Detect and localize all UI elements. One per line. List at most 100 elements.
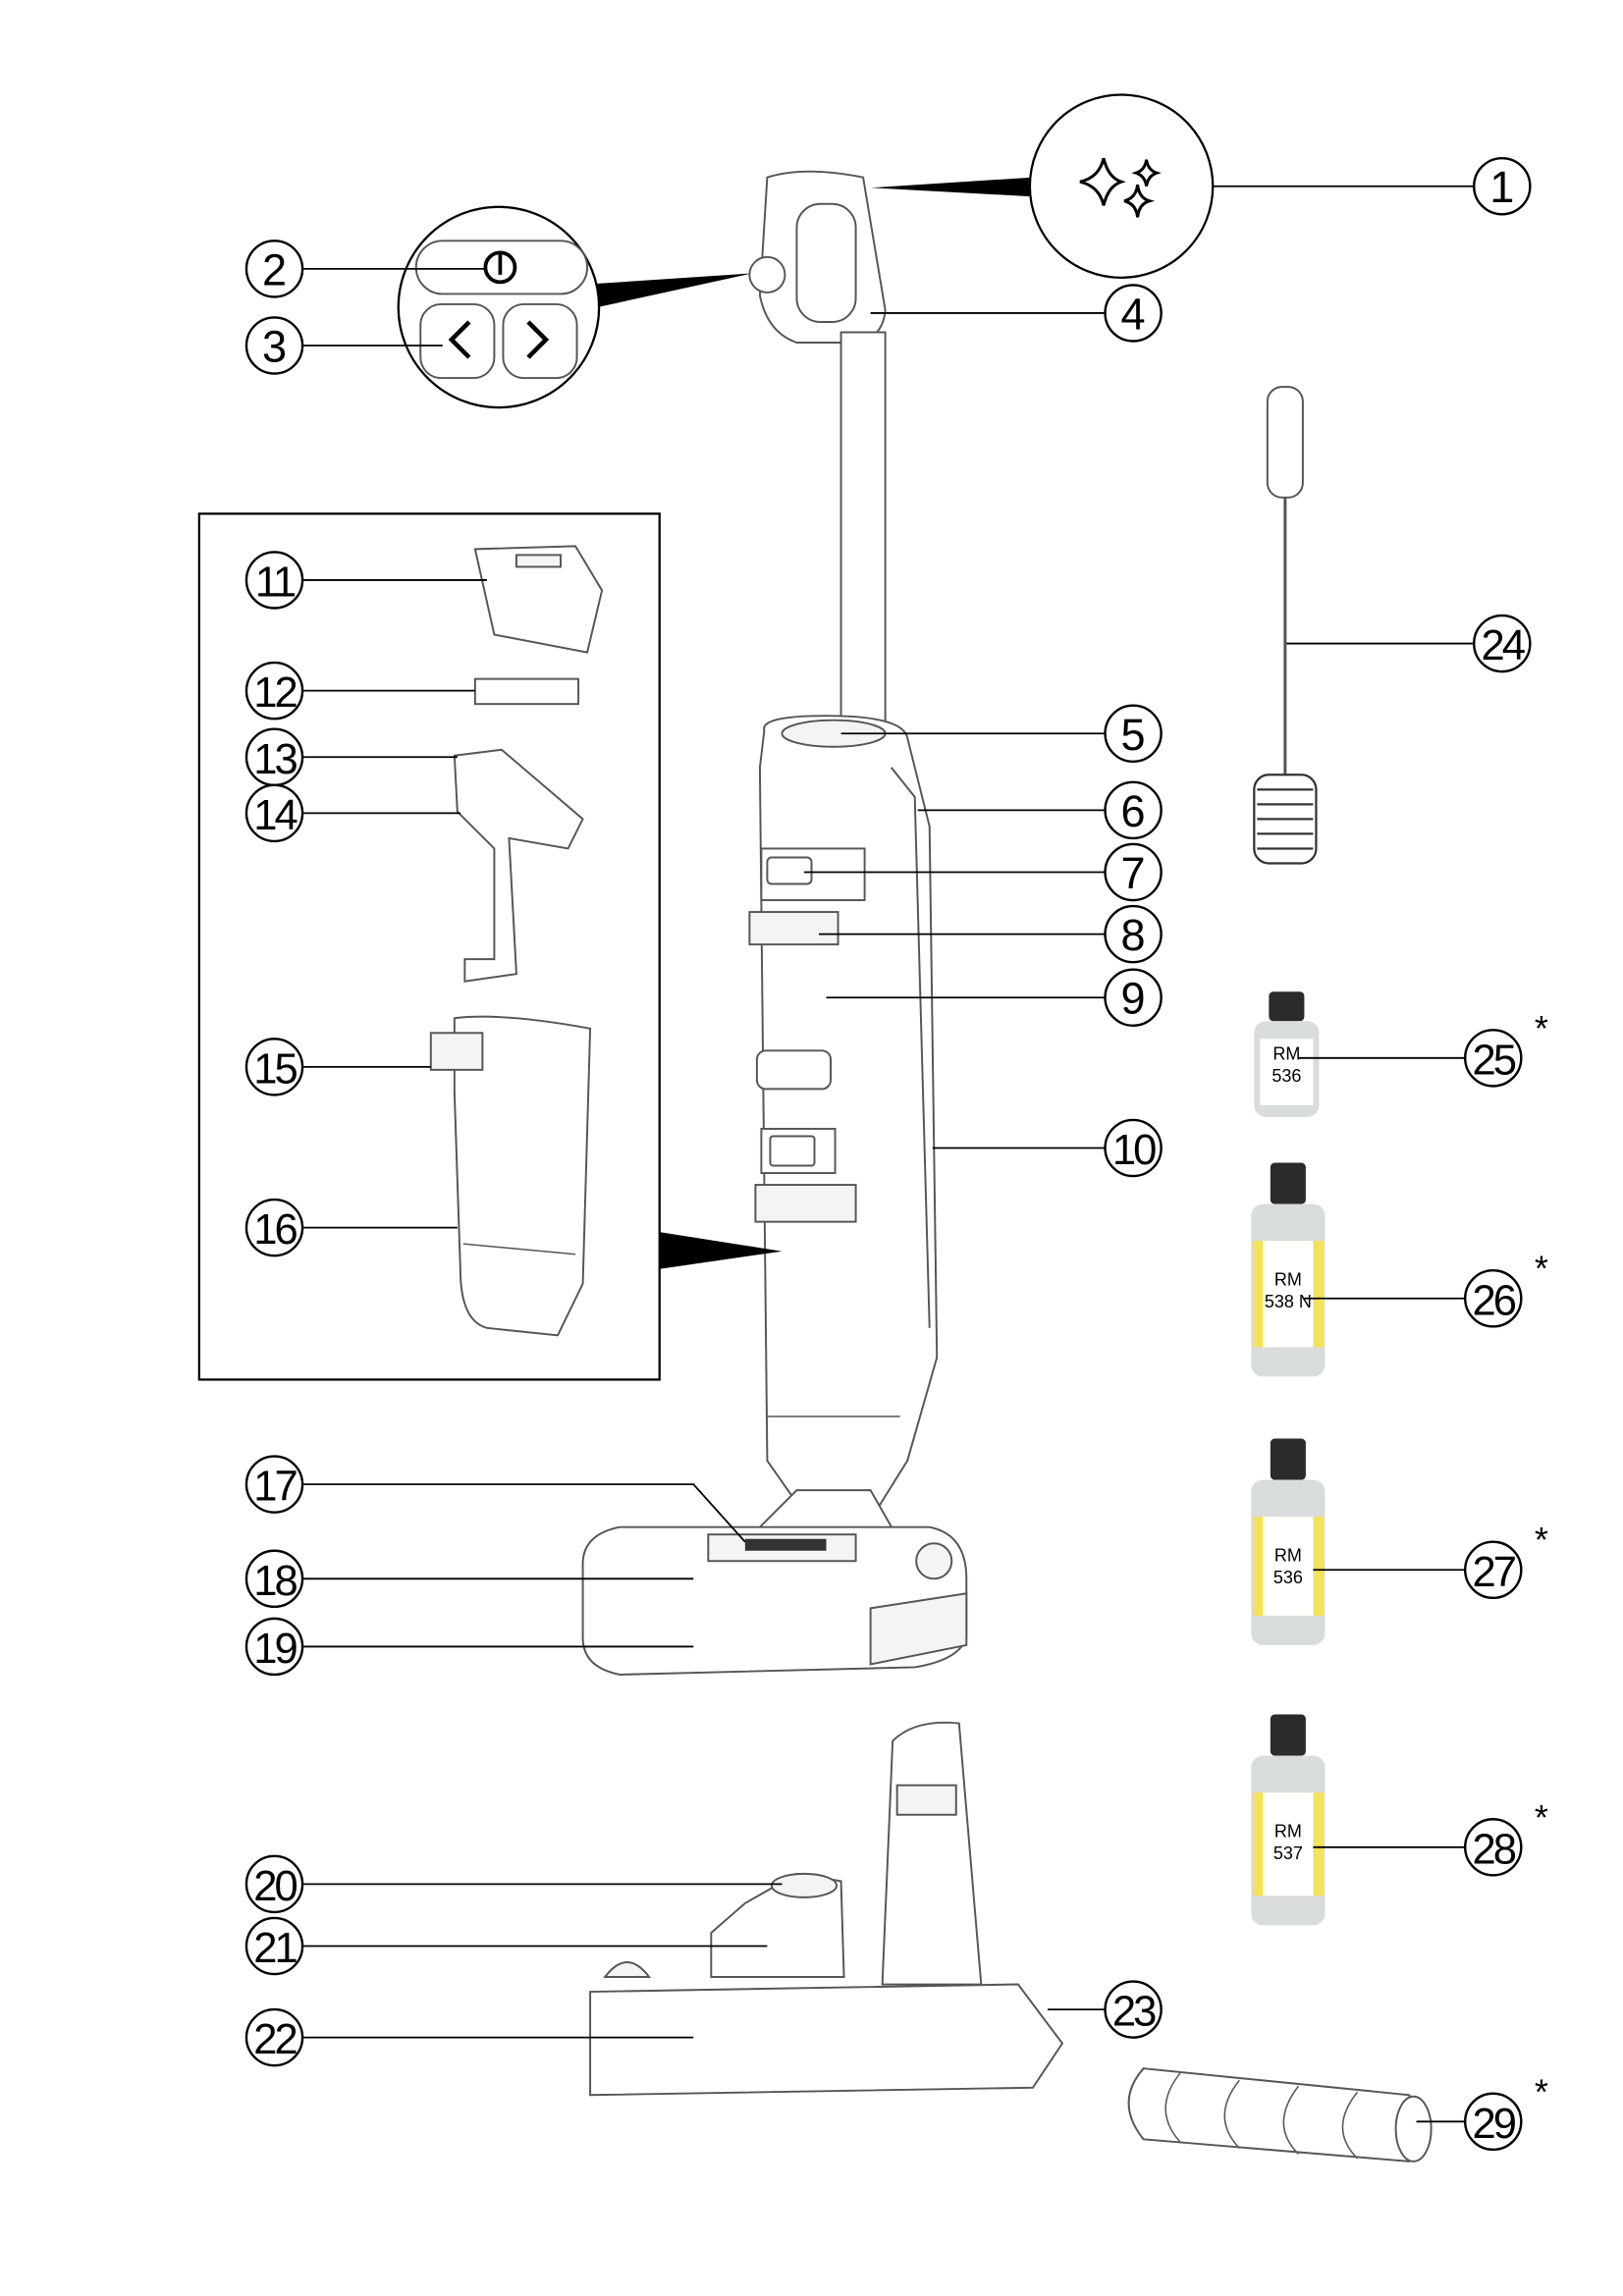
callout-circle	[1464, 1269, 1523, 1328]
callout-2: 2	[244, 240, 487, 298]
detergent-bottle-25: RM 536	[1254, 991, 1320, 1117]
callout-circle	[244, 1455, 304, 1514]
callout-number: 12	[253, 669, 297, 717]
callout-17: 17	[244, 1455, 746, 1543]
cleaning-brush	[1253, 386, 1318, 865]
callout-28: 28 *	[1313, 1797, 1548, 1877]
callout-circle	[1104, 780, 1163, 840]
callout-number: 19	[253, 1626, 297, 1673]
callout-24: 24	[1286, 614, 1532, 673]
detergent-bottle-27: RM 536	[1251, 1438, 1325, 1645]
callout-22: 22	[244, 2007, 694, 2067]
callout-19: 19	[244, 1617, 694, 1677]
callout-circle	[244, 1854, 304, 1914]
callout-number: 22	[253, 2016, 297, 2063]
bottle-label-line2: 536	[1271, 1066, 1301, 1086]
callout-number: 16	[253, 1206, 297, 1254]
callout-number: 10	[1112, 1127, 1156, 1174]
callout-circle	[1104, 704, 1163, 763]
optional-accessory-marker: *	[1535, 1008, 1548, 1048]
callout-number: 23	[1112, 1989, 1156, 2036]
power-icon	[483, 250, 517, 285]
callout-circle	[1473, 614, 1532, 673]
callout-number: 27	[1473, 1549, 1516, 1596]
callout-number: 2	[262, 244, 287, 294]
optional-accessory-marker: *	[1535, 1520, 1548, 1560]
callout-3: 3	[244, 316, 443, 375]
callout-number: 9	[1121, 974, 1146, 1024]
callout-13: 13	[244, 727, 458, 787]
callout-15: 15	[244, 1038, 431, 1096]
callout-number: 11	[255, 559, 296, 606]
callout-circle	[1104, 842, 1163, 902]
callout-circle	[244, 240, 304, 298]
callout-number: 5	[1121, 710, 1146, 760]
callout-circle	[244, 661, 304, 721]
callout-23: 23	[1047, 1980, 1163, 2039]
callout-circle	[1473, 156, 1532, 216]
roller	[1127, 2067, 1433, 2163]
chevron-right-icon	[526, 320, 550, 359]
callout-circle	[244, 783, 304, 843]
callout-20: 20	[244, 1854, 783, 1914]
callout-circle	[244, 1916, 304, 1976]
callout-circle	[1464, 1818, 1523, 1877]
callout-circle	[1104, 904, 1163, 964]
callout-number: 18	[253, 1558, 297, 1605]
callout-12: 12	[244, 661, 475, 721]
callout-circle	[1104, 1118, 1163, 1178]
callout-number: 14	[253, 792, 297, 839]
callout-10: 10	[932, 1118, 1163, 1178]
callout-5: 5	[840, 704, 1163, 763]
callout-number: 17	[253, 1464, 297, 1511]
callout-circle	[1104, 1980, 1163, 2039]
callout-circle	[1464, 1029, 1523, 1088]
callout-circle	[244, 551, 304, 610]
callout-circle	[244, 1198, 304, 1257]
base-station	[589, 1721, 1064, 2097]
callout-6: 6	[917, 780, 1163, 840]
callout-number: 1	[1489, 162, 1514, 212]
callout-circle	[1104, 284, 1163, 343]
callout-21: 21	[244, 1916, 768, 1976]
callout-circle	[244, 2007, 304, 2067]
callout-circle	[1104, 968, 1163, 1027]
detail-circle-sparkle	[870, 93, 1215, 280]
chevron-left-icon	[448, 320, 471, 359]
callout-18: 18	[244, 1549, 694, 1609]
callout-9: 9	[826, 968, 1163, 1027]
callout-number: 3	[262, 322, 287, 372]
vacuum-body	[581, 170, 968, 1676]
callout-number: 28	[1473, 1826, 1516, 1873]
bottle-label-line2: 537	[1273, 1843, 1303, 1863]
callout-26: 26*	[1302, 1249, 1548, 1328]
callout-4: 4	[870, 284, 1163, 343]
callout-circle	[244, 1038, 304, 1096]
callout-7: 7	[803, 842, 1163, 902]
detail-circle-controls	[397, 205, 753, 409]
callout-number: 4	[1121, 289, 1146, 339]
callout-circle	[1464, 1540, 1523, 1600]
callout-number: 6	[1121, 786, 1146, 836]
callout-circle	[244, 316, 304, 375]
leader-line	[302, 1483, 746, 1543]
callout-number: 8	[1121, 910, 1146, 960]
optional-accessory-marker: *	[1535, 1797, 1548, 1838]
sparkle-icon	[1079, 157, 1162, 218]
bottle-label-line2: 536	[1273, 1568, 1303, 1587]
bottle-label-line1: RM	[1274, 1821, 1302, 1841]
callout-number: 7	[1121, 848, 1146, 898]
callout-11: 11	[244, 551, 487, 610]
callout-27: 27 *	[1313, 1520, 1548, 1600]
callout-number: 25	[1473, 1037, 1516, 1084]
bottle-label-line1: RM	[1274, 1269, 1302, 1289]
bottle-label-line1: RM	[1274, 1545, 1302, 1565]
callout-number: 26	[1473, 1277, 1516, 1324]
bottle-label-line1: RM	[1272, 1043, 1300, 1063]
callout-number: 20	[253, 1863, 297, 1910]
callout-circle	[244, 1617, 304, 1677]
callout-number: 13	[253, 736, 297, 783]
